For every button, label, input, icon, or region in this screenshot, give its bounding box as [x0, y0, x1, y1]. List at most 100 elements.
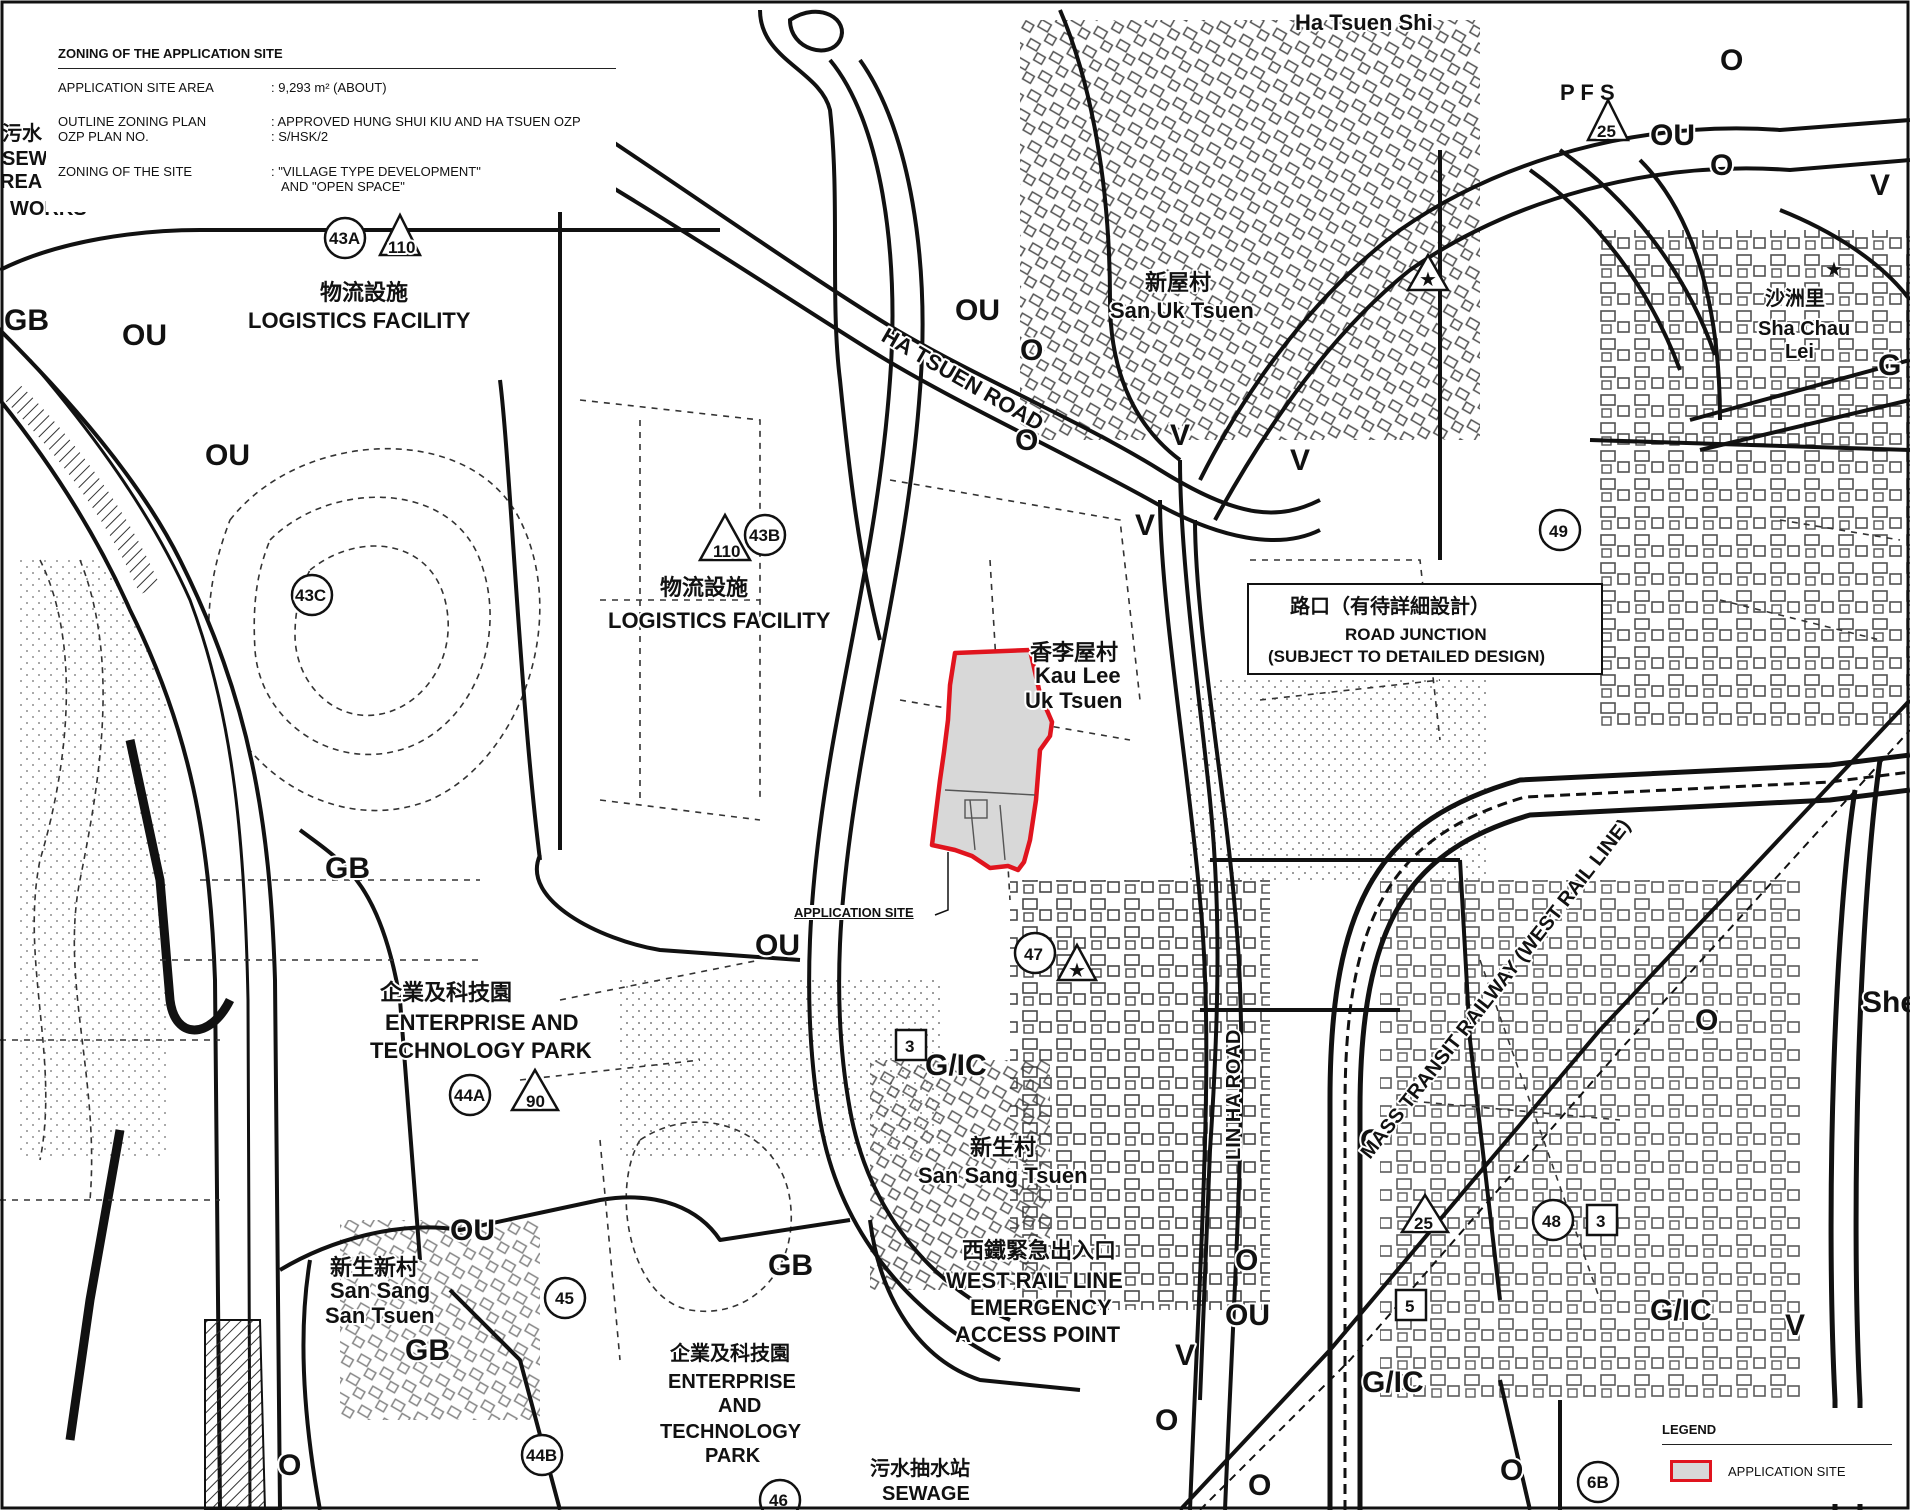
- svg-text:V: V: [1135, 509, 1155, 542]
- svg-text:O: O: [1720, 44, 1743, 77]
- road-junction-box: [1247, 583, 1603, 675]
- svg-text:ENTERPRISE: ENTERPRISE: [668, 1371, 796, 1393]
- svg-text:O: O: [1500, 1454, 1523, 1487]
- svg-text:O: O: [1015, 424, 1038, 457]
- zone-labels: OU GB OU OU O O V V V OU O O V G GB OU G…: [2, 42, 1903, 1504]
- circled-number-labels: 43A 43B 43C 49 47 44A 45 44B 48 6B 46: [293, 227, 1611, 1510]
- svg-text:90: 90: [526, 1092, 545, 1111]
- svg-text:★: ★: [1825, 257, 1843, 281]
- svg-text:44A: 44A: [454, 1086, 485, 1105]
- svg-text:SEW: SEW: [2, 148, 48, 170]
- ozp-value-1: : APPROVED HUNG SHUI KIU AND HA TSUEN OZ…: [271, 114, 581, 129]
- svg-text:She: She: [1862, 986, 1910, 1019]
- svg-text:TECHNOLOGY PARK: TECHNOLOGY PARK: [370, 1038, 592, 1063]
- star-markers: ★ ★ ★: [1068, 257, 1843, 982]
- info-divider: [58, 68, 616, 69]
- svg-text:G/IC: G/IC: [1650, 1294, 1712, 1327]
- svg-text:OU: OU: [1225, 1299, 1270, 1332]
- legend: LEGEND APPLICATION SITE: [1650, 1408, 1900, 1504]
- svg-text:LIN HA ROAD: LIN HA ROAD: [1223, 1030, 1245, 1160]
- svg-text:OU: OU: [755, 929, 800, 962]
- svg-text:AND: AND: [718, 1395, 761, 1417]
- legend-swatch: [1670, 1460, 1712, 1482]
- svg-text:San Uk Tsuen: San Uk Tsuen: [1110, 298, 1254, 323]
- svg-text:OU: OU: [955, 294, 1000, 327]
- svg-text:企業及科技園: 企業及科技園: [379, 980, 512, 1005]
- svg-text:V: V: [1175, 1339, 1195, 1372]
- svg-text:47: 47: [1024, 945, 1043, 964]
- svg-text:★: ★: [1419, 267, 1437, 291]
- svg-text:沙洲里: 沙洲里: [1765, 287, 1825, 310]
- svg-text:OU: OU: [1650, 119, 1695, 152]
- svg-text:San Tsuen: San Tsuen: [325, 1303, 435, 1328]
- svg-text:OU: OU: [122, 319, 167, 352]
- svg-text:O: O: [1360, 1124, 1383, 1157]
- village-buildings: [20, 20, 1910, 1420]
- svg-text:49: 49: [1549, 522, 1568, 541]
- mtr-west-rail: [1178, 698, 1910, 1510]
- svg-text:OU: OU: [205, 439, 250, 472]
- svg-text:O: O: [1155, 1404, 1178, 1437]
- svg-text:O: O: [1235, 1244, 1258, 1277]
- svg-text:ACCESS POINT: ACCESS POINT: [955, 1322, 1121, 1347]
- svg-text:G/IC: G/IC: [1362, 1366, 1424, 1399]
- svg-text:3: 3: [1596, 1212, 1605, 1231]
- circled-numbers: [290, 216, 1620, 1510]
- svg-text:25: 25: [1597, 122, 1616, 141]
- svg-text:6B: 6B: [1587, 1473, 1609, 1492]
- svg-text:V: V: [1290, 444, 1310, 477]
- svg-text:O: O: [1710, 149, 1733, 182]
- svg-text:Sha Chau: Sha Chau: [1758, 318, 1850, 340]
- svg-text:EMERGENCY: EMERGENCY: [970, 1295, 1112, 1320]
- triangle-markers: [377, 97, 1631, 1234]
- svg-text:(SUBJECT TO DETAILED DESIGN): (SUBJECT TO DETAILED DESIGN): [1268, 647, 1545, 666]
- svg-text:O: O: [1695, 1004, 1718, 1037]
- svg-text:ROAD JUNCTION: ROAD JUNCTION: [1345, 625, 1487, 644]
- svg-text:V: V: [1870, 169, 1890, 202]
- svg-text:GB: GB: [405, 1334, 450, 1367]
- svg-text:新屋村: 新屋村: [1145, 270, 1211, 295]
- svg-text:110: 110: [388, 238, 415, 257]
- svg-text:48: 48: [1542, 1212, 1561, 1231]
- area-value: : 9,293 m² (ABOUT): [271, 80, 387, 95]
- ozp-label-1: OUTLINE ZONING PLAN: [58, 114, 207, 129]
- svg-text:企業及科技園: 企業及科技園: [669, 1341, 790, 1365]
- svg-text:G/IC: G/IC: [925, 1049, 987, 1082]
- svg-text:44B: 44B: [526, 1446, 557, 1465]
- legend-item-application-site: APPLICATION SITE: [1728, 1464, 1846, 1479]
- svg-text:Lei: Lei: [1785, 341, 1814, 363]
- box-labels: 3 5 3: [903, 1035, 1607, 1318]
- zoning-label: ZONING OF THE SITE: [58, 164, 193, 179]
- zoning-info-box: ZONING OF THE APPLICATION SITE APPLICATI…: [46, 32, 616, 212]
- triangle-labels: 110 110 25 90 25: [386, 120, 1618, 1235]
- svg-text:Kau Lee: Kau Lee: [1035, 663, 1121, 688]
- svg-text:O: O: [278, 1449, 301, 1482]
- callout-leader: [934, 852, 949, 916]
- svg-text:香李屋村: 香李屋村: [1030, 640, 1118, 665]
- legend-title: LEGEND: [1662, 1422, 1717, 1437]
- ozp-value-2: : S/HSK/2: [271, 129, 329, 144]
- svg-text:新生新村: 新生新村: [330, 1255, 418, 1280]
- site-structures: [944, 789, 1036, 861]
- svg-text:San Sang: San Sang: [330, 1278, 430, 1303]
- zoning-value-1: : "VILLAGE TYPE DEVELOPMENT": [271, 164, 481, 179]
- svg-text:PARK: PARK: [705, 1445, 761, 1467]
- svg-text:LOGISTICS FACILITY: LOGISTICS FACILITY: [608, 608, 831, 633]
- svg-text:45: 45: [555, 1289, 574, 1308]
- svg-text:GB: GB: [325, 852, 370, 885]
- svg-text:Uk Tsuen: Uk Tsuen: [1025, 688, 1122, 713]
- svg-text:San Sang Tsuen: San Sang Tsuen: [918, 1163, 1088, 1188]
- svg-text:110: 110: [713, 542, 740, 561]
- svg-text:LOGISTICS FACILITY: LOGISTICS FACILITY: [248, 308, 471, 333]
- svg-text:物流設施: 物流設施: [660, 575, 748, 600]
- application-site[interactable]: [929, 647, 1055, 873]
- svg-text:5: 5: [1405, 1297, 1414, 1316]
- zoning-value-2: AND "OPEN SPACE": [281, 179, 405, 194]
- svg-text:西鐵緊急出入口: 西鐵緊急出入口: [962, 1238, 1116, 1263]
- svg-text:OU: OU: [450, 1214, 495, 1247]
- application-site-callout: APPLICATION SITE: [792, 905, 916, 920]
- svg-text:物流設施: 物流設施: [320, 280, 408, 305]
- svg-text:ENTERPRISE AND: ENTERPRISE AND: [385, 1010, 579, 1035]
- svg-text:46: 46: [769, 1491, 788, 1510]
